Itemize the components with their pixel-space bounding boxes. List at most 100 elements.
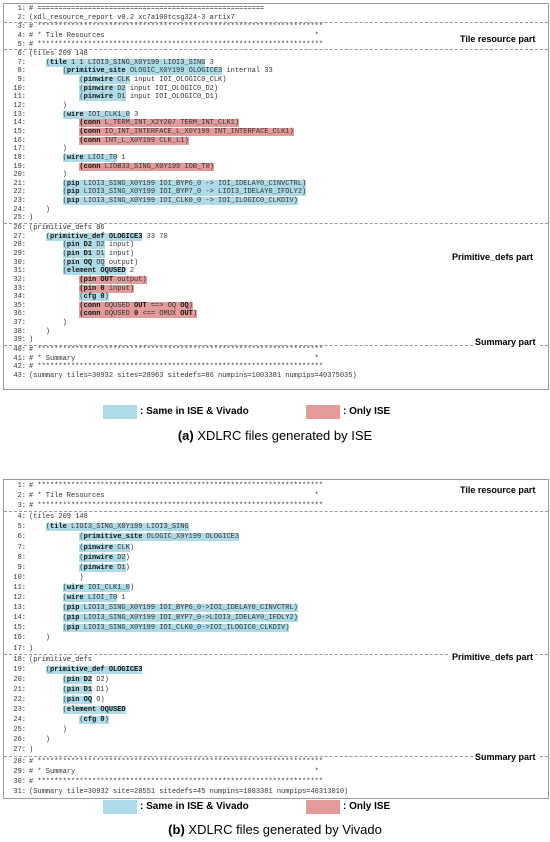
code-segment <box>29 93 79 101</box>
code-line: 13: (wire IOI_CLK1_0 3 <box>4 110 548 120</box>
code-text: ) <box>29 171 67 180</box>
code-segment: pin D2 <box>66 241 93 250</box>
code-line: 6: (primitive_site OLOGIC_X0Y199 OLOGICE… <box>4 532 548 542</box>
code-segment: ) <box>29 746 34 755</box>
line-number: 9: <box>17 563 26 572</box>
code-segment: # * Summary * <box>29 354 319 363</box>
code-segment: (conn <box>79 119 101 128</box>
code-line: 8: (pinwire D2) <box>4 553 548 563</box>
code-segment: LIOI3_SING_X0Y199 IOI_CLK0_0->IOI_ILOGIC… <box>79 624 290 633</box>
code-segment: LIOI3_SING_X0Y199 LIOI3_SING <box>66 523 189 532</box>
code-segment: pip <box>66 604 80 613</box>
code-segment: ( <box>62 583 67 592</box>
code-segment <box>29 188 63 196</box>
code-segment: cfg 0 <box>83 716 105 725</box>
code-segment: # **************************************… <box>29 363 324 372</box>
code-line: 21: (pip LIOI3_SING_X0Y199 IOI_BYP6_0 ->… <box>4 179 548 189</box>
code-segment: (primitive_defs 86 <box>29 224 105 233</box>
code-segment: pinwire <box>83 84 114 93</box>
line-number: 31: <box>13 267 26 276</box>
code-segment: element OQUSED <box>66 267 126 276</box>
code-text: ) <box>29 633 50 643</box>
code-segment: OUT <box>134 301 147 310</box>
code-text: (primitive_site OLOGIC_X0Y199 OLOGICE3 <box>29 532 240 542</box>
line-number: 17: <box>13 145 26 154</box>
code-segment: ( <box>45 523 51 532</box>
code-segment: ) <box>129 583 135 592</box>
line-number: 23: <box>13 706 26 715</box>
code-text: ) <box>29 206 50 215</box>
code-text: ) <box>29 319 67 328</box>
line-number: 33: <box>13 284 26 293</box>
code-segment <box>29 180 63 188</box>
code-segment: ( <box>62 153 67 162</box>
line-number: 17: <box>13 644 26 653</box>
caption-a: (a) XDLRC files generated by ISE <box>0 428 550 443</box>
line-number: 2: <box>17 492 26 501</box>
code-line: 12: ) <box>4 102 548 111</box>
code-segment <box>29 267 63 275</box>
code-line: 14: (pip LIOI3_SING_X0Y199 IOI_BYP7_0->L… <box>4 613 548 623</box>
code-text: ) <box>29 328 50 337</box>
code-segment: LIOI_T0 <box>83 153 118 162</box>
code-segment: ) <box>104 716 109 725</box>
code-segment: ( <box>62 695 67 704</box>
code-text: (pip LIOI3_SING_X0Y199 IOI_CLK0_0->IOI_I… <box>29 623 290 633</box>
line-number: 20: <box>13 171 26 180</box>
code-text: (primitive_def OLOGICE3 <box>29 665 143 675</box>
line-number: 27: <box>13 232 26 241</box>
code-segment: ( <box>62 675 67 684</box>
code-line: 1:# ************************************… <box>4 481 548 491</box>
code-text: (pinwire D2 input IOI_OLOGIC0_D2) <box>29 84 219 94</box>
line-number: 11: <box>13 93 26 102</box>
code-segment: input) <box>104 241 135 250</box>
code-segment: pip <box>66 197 80 206</box>
code-text: (pip LIOI3_SING_X0Y199 IOI_BYP7_0->LIOI3… <box>29 613 298 623</box>
line-number: 21: <box>13 685 26 694</box>
code-segment: (Summary tile=30932 site=28551 sitedefs=… <box>29 787 349 796</box>
code-segment <box>29 544 79 552</box>
code-line: 34: (cfg 0) <box>4 293 548 302</box>
code-segment: ( <box>79 716 84 725</box>
code-segment: ( <box>62 197 67 206</box>
code-segment: D2) <box>92 675 109 684</box>
code-segment: IOI_CLK1_0 <box>83 583 130 592</box>
code-text: (primitive_def OLOGICE3 33 70 <box>29 232 168 242</box>
code-segment: primitive_site <box>66 67 126 76</box>
code-segment: 3 <box>129 110 139 119</box>
section-label-primitive-defs: Primitive_defs part <box>450 252 536 262</box>
code-line: 5: (tile LIOI3_SING_X0Y199 LIOI3_SING <box>4 522 548 532</box>
code-segment: input IOI_OLOGIC0_D2) <box>125 84 219 93</box>
line-number: 22: <box>13 695 26 704</box>
line-number: 13: <box>13 110 26 119</box>
code-line: 9: (pinwire D1) <box>4 563 548 573</box>
code-segment <box>29 285 79 293</box>
code-line: 9: (pinwire CLK input IOI_OLOGIC0_CLK) <box>4 76 548 85</box>
code-text: (element OQUSED 2 <box>29 267 134 276</box>
code-segment: pin D2 <box>66 675 93 684</box>
code-text: ) <box>29 745 33 755</box>
code-line: 27:) <box>4 745 548 755</box>
code-segment: pinwire <box>83 93 114 102</box>
code-line: 22: (pin OQ O) <box>4 695 548 705</box>
line-number: 19: <box>13 665 26 674</box>
line-number: 15: <box>13 624 26 633</box>
code-segment: ) <box>29 214 34 223</box>
line-number: 25: <box>13 214 26 223</box>
code-text: ) <box>29 102 67 111</box>
line-number: 7: <box>17 543 26 552</box>
line-number: 25: <box>13 726 26 735</box>
line-number: 42: <box>13 363 26 372</box>
code-segment: LIOB33_SING_X0Y199 IOB_T0) <box>100 162 214 171</box>
code-segment: D1 <box>92 249 105 258</box>
line-number: 2: <box>17 13 26 22</box>
code-segment <box>29 666 46 674</box>
code-line: 36: (conn OQUSED 0 <== OMUX OUT) <box>4 310 548 319</box>
line-number: 37: <box>13 319 26 328</box>
code-segment: (xdl_resource_report v0.2 xc7a100tcsg324… <box>29 13 235 22</box>
code-segment <box>29 233 46 241</box>
code-segment: D2 <box>113 84 126 93</box>
code-line: 30: (pin OQ OQ output) <box>4 258 548 268</box>
code-segment: (tiles 209 148 <box>29 50 88 59</box>
code-segment: ) <box>125 553 130 562</box>
